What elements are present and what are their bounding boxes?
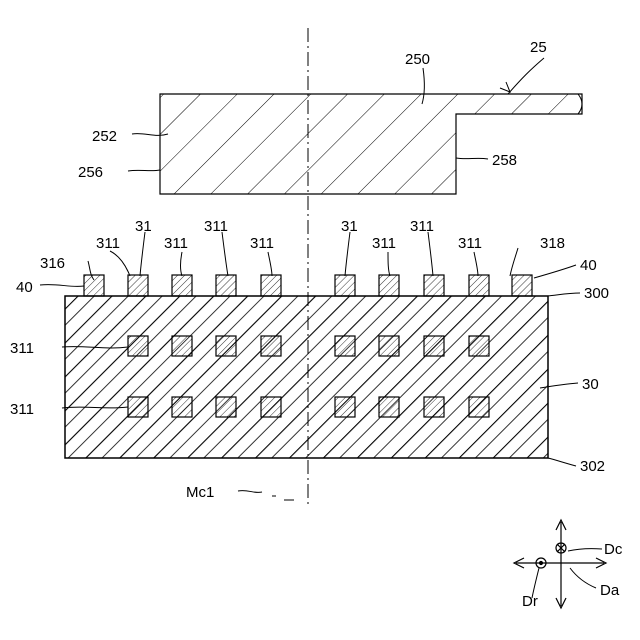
embedded-element-311-r2-c4 — [261, 397, 281, 417]
embedded-element-311-r2-c6 — [379, 397, 399, 417]
label-311-top-1: 311 — [96, 235, 120, 252]
surface-pad-40-right — [512, 275, 532, 296]
label-311-top-4: 311 — [250, 235, 274, 252]
surface-element-31-1 — [128, 275, 148, 296]
embedded-element-311-r1-c3 — [216, 336, 236, 356]
label-30: 30 — [582, 376, 599, 393]
label-31-left: 31 — [135, 218, 152, 235]
surface-element-31-2 — [172, 275, 192, 296]
embedded-element-311-r2-c1 — [128, 397, 148, 417]
label-311-top-7: 311 — [458, 235, 482, 252]
label-250: 250 — [405, 51, 430, 68]
label-311-top-3: 311 — [204, 218, 228, 235]
label-302: 302 — [580, 458, 605, 475]
embedded-element-311-r1-c8 — [469, 336, 489, 356]
label-311-left-1: 311 — [10, 340, 34, 357]
surface-pad-40-left — [84, 275, 104, 296]
label-40-left: 40 — [16, 279, 33, 296]
label-311-top-5: 311 — [372, 235, 396, 252]
embedded-element-311-r2-c8 — [469, 397, 489, 417]
label-256: 256 — [78, 164, 103, 181]
surface-element-31-6 — [379, 275, 399, 296]
embedded-element-311-r2-c2 — [172, 397, 192, 417]
surface-element-31-5 — [335, 275, 355, 296]
label-Dc: Dc — [604, 541, 623, 558]
label-318: 318 — [540, 235, 565, 252]
embedded-element-311-r2-c5 — [335, 397, 355, 417]
surface-element-31-4 — [261, 275, 281, 296]
embedded-element-311-r1-c5 — [335, 336, 355, 356]
label-Da: Da — [600, 582, 620, 599]
embedded-element-311-r1-c6 — [379, 336, 399, 356]
label-40-right: 40 — [580, 257, 597, 274]
surface-element-31-8 — [469, 275, 489, 296]
embedded-element-311-r2-c7 — [424, 397, 444, 417]
label-311-top-2: 311 — [164, 235, 188, 252]
main-body-30 — [65, 296, 548, 458]
embedded-element-311-r1-c1 — [128, 336, 148, 356]
surface-element-31-7 — [424, 275, 444, 296]
embedded-element-311-r2-c3 — [216, 397, 236, 417]
embedded-element-311-r1-c2 — [172, 336, 192, 356]
top-member-25 — [160, 94, 582, 194]
label-25: 25 — [530, 39, 547, 56]
label-252: 252 — [92, 128, 117, 145]
label-311-top-6: 311 — [410, 218, 434, 235]
label-258: 258 — [492, 152, 517, 169]
label-316: 316 — [40, 255, 65, 272]
label-311-left-2: 311 — [10, 401, 34, 418]
label-Dr: Dr — [522, 593, 538, 610]
label-31-right: 31 — [341, 218, 358, 235]
embedded-element-311-r1-c4 — [261, 336, 281, 356]
label-300: 300 — [584, 285, 609, 302]
label-Mc1: Mc1 — [186, 484, 214, 501]
surface-element-31-3 — [216, 275, 236, 296]
embedded-element-311-r1-c7 — [424, 336, 444, 356]
